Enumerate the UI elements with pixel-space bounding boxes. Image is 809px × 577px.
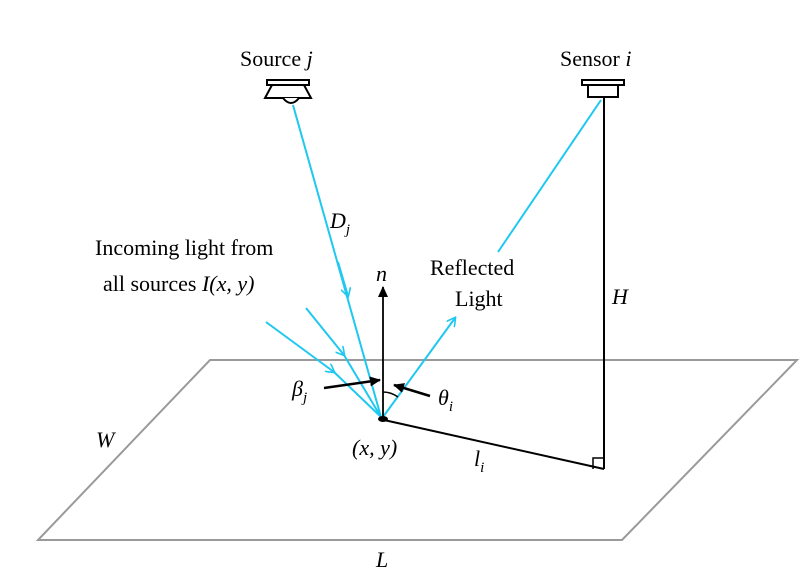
beta-arrow [323,376,381,390]
surface-point [378,416,388,422]
reflected-light-label-line2: Light [455,286,503,311]
theta-arrow [393,383,431,398]
length-label: L [375,547,388,572]
l-label: li [474,446,484,476]
source-ray-arrow [337,261,348,296]
source-lamp-icon [263,79,313,104]
reflected-light-arrow [382,318,455,418]
source-label: Source j [240,46,313,71]
ground-distance-line [383,419,605,470]
right-angle-marker [592,457,604,469]
incoming-light-label-line1: Incoming light from [95,235,273,260]
incoming-light-label-line2: all sources I(x, y) [103,271,254,296]
reflected-ray-to-sensor [497,99,602,253]
reflected-light-label-line1: Reflected [430,255,514,280]
point-label: (x, y) [352,435,397,460]
incoming-ray-1 [265,321,334,372]
distance-label: Dj [329,208,350,238]
incoming-ray-4 [343,354,382,418]
ground-plane [35,359,800,541]
height-label: H [611,284,629,309]
width-label: W [96,427,116,452]
source-ray [292,104,382,418]
theta-arc [382,391,399,398]
incoming-ray-3 [333,371,382,418]
normal-label: n [376,261,387,286]
beta-label: βj [291,376,307,406]
incoming-ray-2 [305,307,344,355]
sensor-icon [581,79,625,98]
sensor-label: Sensor i [560,46,632,71]
theta-label: θi [438,385,453,415]
